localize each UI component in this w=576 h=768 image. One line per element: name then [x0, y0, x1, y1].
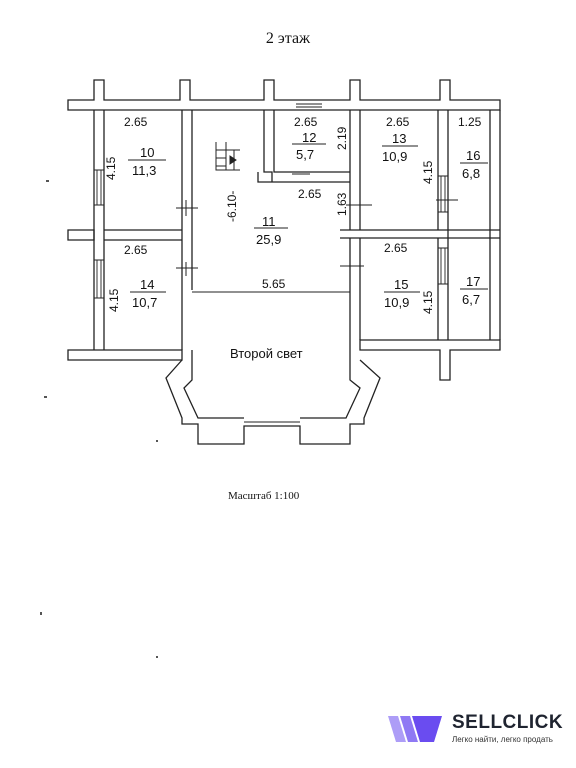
room11-side: 1.63	[335, 192, 349, 216]
room15-area: 10,9	[384, 295, 409, 310]
room14-number: 14	[140, 277, 154, 292]
room13-area: 10,9	[382, 149, 407, 164]
room15-number: 15	[394, 277, 408, 292]
window-room17	[438, 247, 448, 285]
room13-width: 2.65	[386, 115, 410, 129]
room11-top: 2.65	[298, 187, 322, 201]
watermark-name: SELLCLICK	[452, 712, 564, 733]
room11-depth: -6.10-	[225, 191, 239, 222]
room10-area: 11,3	[132, 163, 156, 178]
scan-speck	[156, 656, 158, 658]
window-room14	[94, 259, 104, 299]
wall-stub-right-bottom	[359, 339, 501, 381]
window-room16	[438, 175, 448, 213]
room14-width: 2.65	[124, 243, 148, 257]
scan-speck	[44, 396, 47, 398]
room12-depth: 2.19	[335, 126, 349, 150]
wall-room10-right	[181, 110, 193, 350]
room16-width: 1.25	[458, 115, 482, 129]
outer-wall-right	[489, 110, 501, 340]
wall-stub-left-bottom	[67, 349, 183, 361]
wall-room13-15	[340, 229, 500, 239]
outer-wall-top	[67, 79, 501, 111]
sellclick-logo-icon	[388, 716, 442, 742]
room14-area: 10,7	[132, 295, 157, 310]
wall-room13-left	[349, 110, 361, 230]
watermark: SELLCLICK Легко найти, легко продать	[386, 712, 563, 746]
window-room12	[296, 99, 322, 108]
room12-number: 12	[302, 130, 316, 145]
second-light-label: Второй свет	[230, 346, 303, 361]
scan-speck	[40, 612, 42, 615]
room16-area: 6,8	[462, 166, 480, 181]
door-room14	[176, 262, 198, 276]
room11-number: 11	[262, 214, 276, 229]
room10-depth: 4.15	[104, 156, 118, 180]
room13-depth: 4.15	[421, 160, 435, 184]
door-room10	[176, 200, 198, 216]
stairs-icon	[215, 142, 240, 171]
room11-area: 25,9	[256, 232, 281, 247]
wall-stub-left-mid	[67, 229, 95, 241]
outer-wall-left	[93, 110, 105, 350]
room15-width: 2.65	[384, 241, 408, 255]
wall-room12	[257, 110, 350, 183]
room10-width: 2.65	[124, 115, 148, 129]
room10-number: 10	[140, 145, 154, 160]
room11-width: 5.65	[262, 277, 286, 291]
bay-window-wall	[165, 350, 381, 445]
room13-number: 13	[392, 131, 406, 146]
room17-number: 17	[466, 274, 480, 289]
room17-area: 6,7	[462, 292, 480, 307]
window-room10	[94, 169, 104, 206]
scale-label: Масштаб 1:100	[228, 490, 300, 502]
floor-title: 2 этаж	[265, 30, 311, 47]
scan-speck	[156, 440, 158, 442]
wall-room15-left	[349, 238, 361, 350]
scan-speck	[46, 180, 49, 182]
watermark-tagline: Легко найти, легко продать	[452, 735, 553, 744]
room12-width: 2.65	[294, 115, 318, 129]
room14-depth: 4.15	[107, 288, 121, 312]
bay-window-glass	[244, 421, 300, 427]
room12-area: 5,7	[296, 147, 314, 162]
wall-room10-14	[104, 229, 182, 241]
room16-number: 16	[466, 148, 480, 163]
wall-room13-right	[437, 110, 449, 340]
room15-depth: 4.15	[421, 290, 435, 314]
